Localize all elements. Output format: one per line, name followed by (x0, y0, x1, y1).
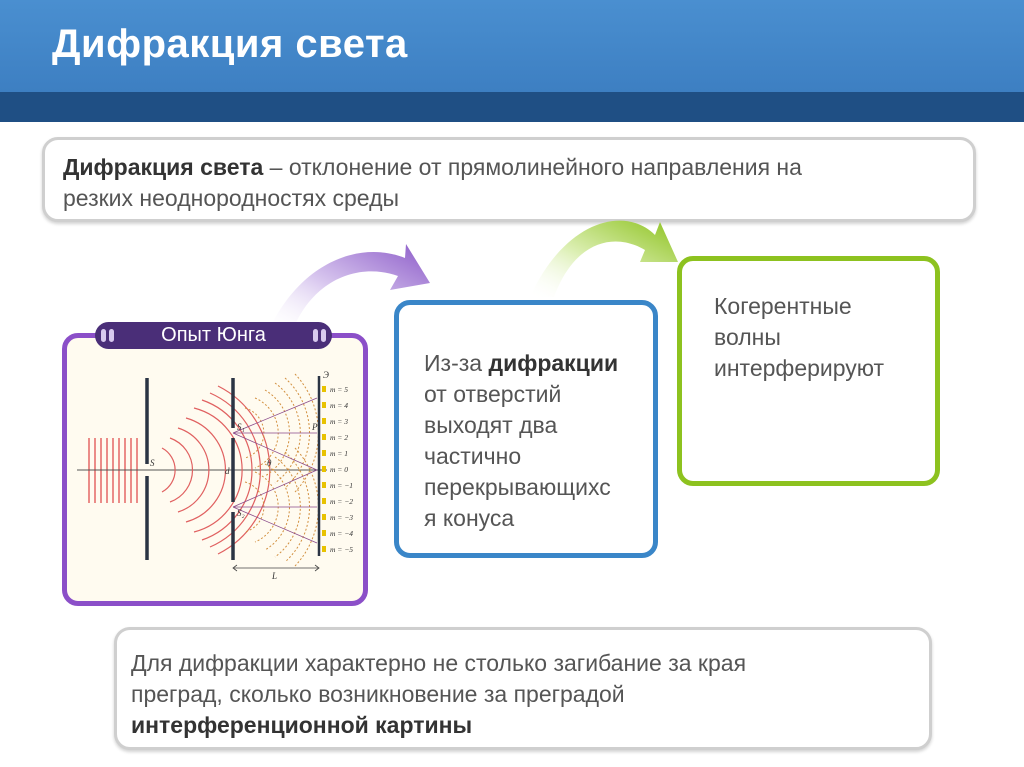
order-label: m = 4 (330, 401, 348, 410)
middle-line: частично (424, 443, 522, 469)
right-line: интерферируют (714, 355, 885, 381)
right-line: Когерентные (714, 293, 852, 319)
order-label: m = −1 (330, 481, 353, 490)
order-label: m = 2 (330, 433, 348, 442)
fringes (322, 386, 326, 552)
order-label: m = −4 (330, 529, 353, 538)
order-label: m = 1 (330, 449, 348, 458)
order-label: m = −2 (330, 497, 353, 506)
title-bar (0, 0, 1024, 92)
label-S: S (150, 458, 155, 468)
max-lines (232, 397, 318, 544)
definition-box: Дифракция света – отклонение от прямолин… (42, 137, 976, 222)
label-S1: S₁ (237, 422, 245, 432)
middle-line: выходят два (424, 412, 558, 438)
order-label: m = 5 (330, 385, 348, 394)
arrow-to-blue-box (268, 244, 430, 332)
conclusion-line3: интерференционной картины (131, 712, 473, 738)
young-experiment-label: Опыт Юнга (95, 322, 332, 349)
definition-text-line2: резких неоднородностях среды (63, 185, 400, 211)
order-labels: m = 5 m = 4 m = 3 m = 2 m = 1 m = 0 m = −1 m = … (330, 385, 353, 554)
label-S2: S₂ (237, 508, 245, 518)
conclusion-line1: Для дифракции характерно не столько заги… (131, 650, 747, 676)
label-screen: Э (323, 370, 329, 380)
coherent-waves-box: Когерентные волны интерферируют (677, 256, 940, 486)
title-underband (0, 92, 1024, 122)
young-diagram: S S₁ S₂ d θ P Э L m = 5m = 4m = 3m = 2m … (77, 370, 353, 581)
label-pip-right (313, 329, 318, 342)
label-pip-right (321, 329, 326, 342)
arrow-to-green-box (530, 220, 678, 297)
diffraction-cones-box: Из-за дифракции от отверстий выходят два… (394, 300, 658, 558)
label-pip-left (101, 329, 106, 342)
label-d: d (225, 466, 230, 476)
label-theta: θ (267, 458, 272, 468)
slide-title: Дифракция света (52, 22, 408, 66)
definition-text-line1: – отклонение от прямолинейного направлен… (263, 154, 802, 180)
middle-line1-pre: Из-за (424, 350, 489, 376)
middle-line: от отверстий (424, 381, 562, 407)
order-label: m = −3 (330, 513, 353, 522)
conclusion-line2: преград, сколько возникновение за прегра… (131, 681, 625, 707)
order-label: m = −5 (330, 545, 353, 554)
right-line: волны (714, 324, 781, 350)
order-label: m = 0 (330, 465, 348, 474)
label-P: P (311, 422, 318, 432)
middle-line: я конуса (424, 505, 515, 531)
order-label: m = 3 (330, 417, 348, 426)
label-pip-left (109, 329, 114, 342)
definition-term: Дифракция света (63, 154, 264, 180)
middle-line: перекрывающихс (424, 474, 611, 500)
label-L: L (271, 571, 277, 581)
conclusion-box: Для дифракции характерно не столько заги… (114, 627, 932, 750)
young-experiment-title: Опыт Юнга (161, 324, 266, 346)
middle-line1-bold: дифракции (488, 350, 619, 376)
